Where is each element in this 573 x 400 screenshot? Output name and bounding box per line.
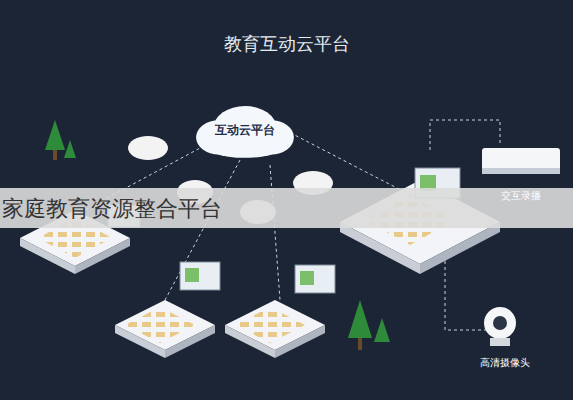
- watermark: 家庭教育资源整合平台: [2, 194, 222, 224]
- node-text: 高清摄像头: [480, 356, 530, 370]
- node-text: 互动云平台: [215, 122, 275, 139]
- node-text: 交互录播: [501, 189, 541, 203]
- device-label: 高清摄像头: [477, 354, 533, 372]
- cloud-node: 互动云平台: [193, 102, 297, 159]
- title: 教育互动云平台: [0, 32, 573, 56]
- device-label: 交互录播: [498, 187, 544, 205]
